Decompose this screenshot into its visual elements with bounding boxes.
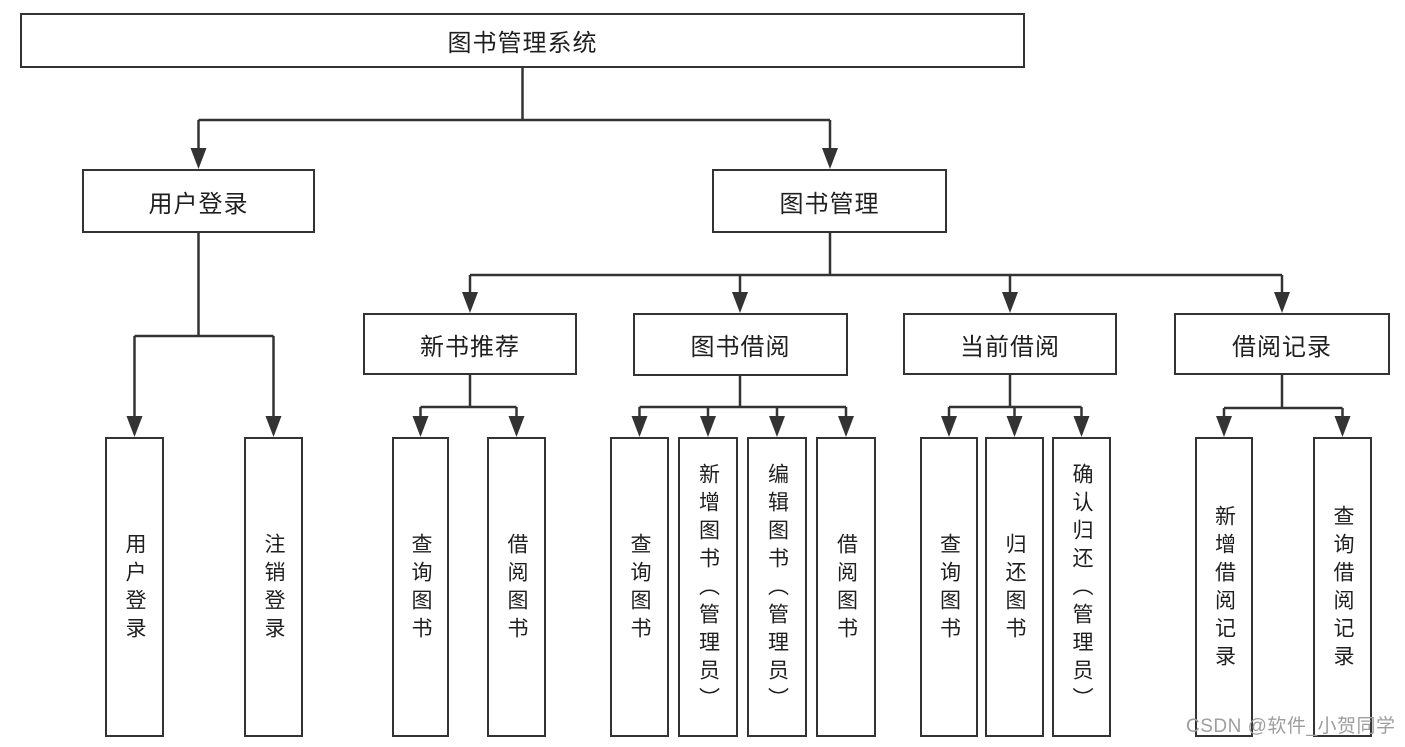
leaf-edit-books-admin: 编辑图书（管理员） [747,437,807,737]
node-root: 图书管理系统 [20,13,1025,68]
connector-book-management [468,233,1284,294]
leaf-user-login: 用户登录 [105,437,164,737]
arrowhead [769,416,785,437]
leaf-logout: 注销登录 [244,437,303,737]
leaf-query-books-recommend: 查询图书 [392,437,449,737]
node-user-login: 用户登录 [82,169,315,233]
leaf-return-books: 归还图书 [985,437,1044,737]
arrowhead [1274,292,1290,313]
node-book-borrow: 图书借阅 [633,313,848,376]
arrowhead [822,148,838,169]
arrowhead [412,416,429,437]
leaf-query-borrow-record: 查询借阅记录 [1313,437,1372,737]
leaf-query-books-borrow: 查询图书 [610,437,669,737]
arrowhead [1334,416,1351,437]
arrowhead [462,292,478,313]
leaf-add-borrow-record: 新增借阅记录 [1195,437,1253,737]
connector-new-book-recommend [419,375,518,418]
arrowhead [190,148,207,169]
leaf-add-books-admin: 新增图书（管理员） [678,437,738,737]
connector-root-to-level2 [197,68,832,150]
node-book-management: 图书管理 [712,169,947,233]
arrowhead [700,416,716,437]
leaf-confirm-return-admin: 确认归还（管理员） [1052,437,1111,737]
leaf-borrow-books: 借阅图书 [816,437,876,737]
arrowhead [1006,416,1023,437]
connector-book-borrow [638,375,848,418]
node-borrow-records: 借阅记录 [1174,313,1390,375]
connector-user-login [133,233,275,418]
arrowhead [1073,416,1090,437]
connector-borrow-records [1222,375,1344,418]
arrowhead [126,416,143,437]
arrowhead [508,416,525,437]
arrowhead [1216,416,1232,437]
csdn-watermark: CSDN @软件_小贺同学 [1186,716,1396,737]
node-current-borrow: 当前借阅 [903,313,1117,375]
leaf-borrow-books-recommend: 借阅图书 [487,437,546,737]
arrowhead [732,292,748,313]
leaf-query-books-current: 查询图书 [920,437,978,737]
connector-current-borrow [947,375,1083,418]
arrowhead [838,416,854,437]
arrowhead [1002,292,1018,313]
arrowhead [631,416,648,437]
arrowhead [941,416,957,437]
arrowhead [265,416,282,437]
node-new-book-recommend: 新书推荐 [363,313,577,375]
